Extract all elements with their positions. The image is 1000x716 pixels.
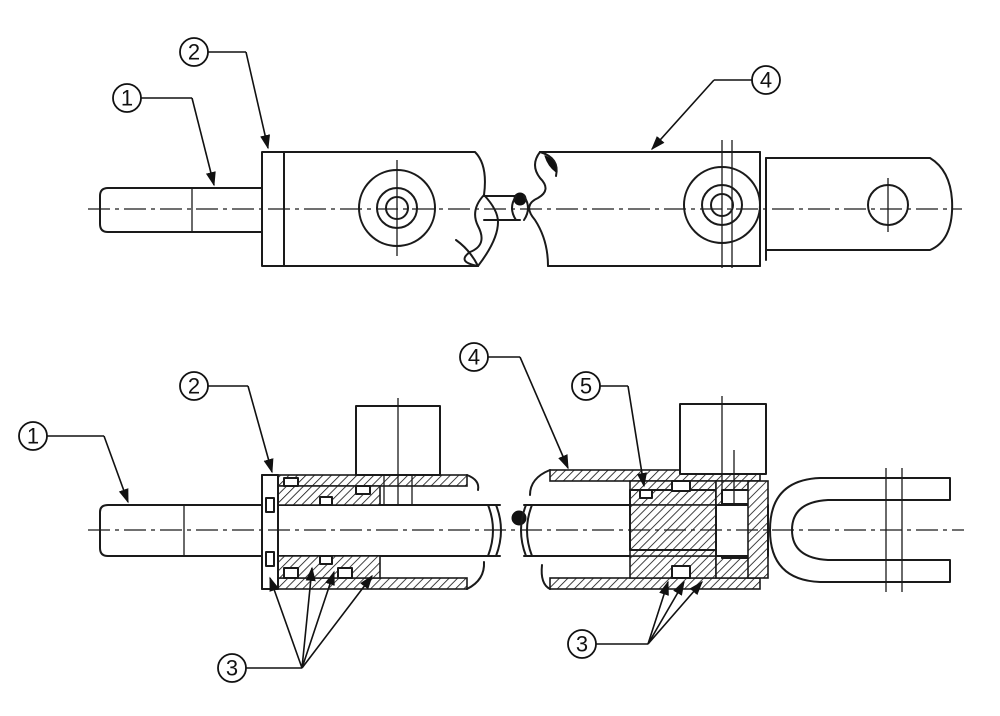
top-clevis-end [765,157,954,251]
callout-label-section-5: 5 [580,374,592,399]
callout-section-3-right: 3 [567,580,703,659]
top-tube-part-4 [528,140,767,268]
callout-section-3-left: 3 [217,566,373,683]
callout-label-top-4: 4 [760,68,772,93]
top-view: 1 2 4 [88,37,962,268]
top-broken-shaft [483,192,529,221]
callout-section-1: 1 [18,421,129,504]
callout-section-2: 2 [179,371,274,474]
callout-label-section-2: 2 [188,374,200,399]
callout-section-5: 5 [571,371,647,488]
callout-section-4: 4 [459,342,569,470]
callout-label-section-1: 1 [27,424,39,449]
section-view: 1 2 4 5 3 [18,342,964,683]
callout-label-section-4: 4 [468,345,480,370]
section-body-part-2 [261,398,486,590]
callout-label-top-1: 1 [121,86,133,111]
callout-top-2: 2 [179,37,271,150]
top-shaft-part-1 [99,187,263,233]
callout-top-1: 1 [112,83,216,187]
callout-label-section-3b: 3 [576,632,588,657]
callout-top-4: 4 [651,65,781,151]
section-tube-part-4 [529,396,769,590]
callout-label-top-2: 2 [188,40,200,65]
callout-label-section-3a: 3 [226,656,238,681]
